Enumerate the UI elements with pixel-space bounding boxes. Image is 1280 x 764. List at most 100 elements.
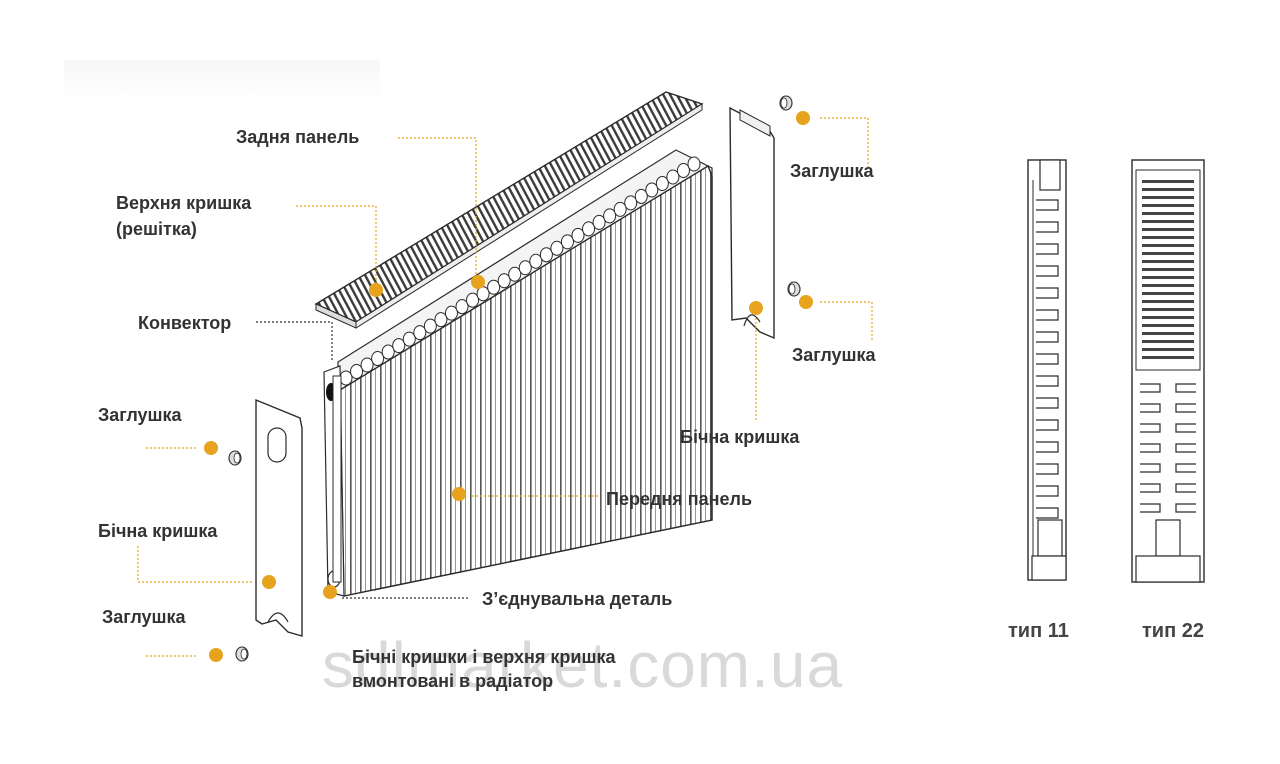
label-convector: Конвектор bbox=[138, 313, 232, 333]
fin-profile bbox=[1036, 309, 1059, 321]
convector-fin bbox=[645, 182, 659, 198]
fin-profile bbox=[1036, 265, 1059, 277]
grille-slot bbox=[1142, 188, 1194, 191]
grille-slot bbox=[1142, 180, 1194, 183]
label-plug-right-lower: Заглушка bbox=[792, 345, 876, 365]
marker-front-panel bbox=[452, 487, 466, 501]
convector-fin bbox=[518, 260, 532, 276]
label-plug-left-upper: Заглушка bbox=[98, 405, 182, 425]
grille-slot bbox=[1142, 252, 1194, 255]
convector-fin bbox=[603, 208, 617, 224]
grille-slot bbox=[1142, 292, 1194, 295]
convector-fin bbox=[613, 201, 627, 217]
convector-fin bbox=[423, 318, 437, 334]
label-back-panel: Задня панель bbox=[236, 127, 360, 147]
fin-profile bbox=[1140, 443, 1196, 453]
grille-slot bbox=[1142, 220, 1194, 223]
fin-profile bbox=[1036, 243, 1059, 255]
fin-profile bbox=[1036, 397, 1059, 409]
marker-plug-left-upper bbox=[204, 441, 218, 455]
convector-fin bbox=[582, 221, 596, 237]
label-type-11: тип 11 bbox=[1008, 620, 1069, 642]
convector-fin bbox=[466, 292, 480, 308]
label-plug-right-upper: Заглушка bbox=[790, 161, 874, 181]
convector-fin bbox=[381, 344, 395, 360]
fin-profile bbox=[1036, 419, 1059, 431]
label-top-cover-line1: Верхня кришка bbox=[116, 193, 252, 213]
convector-fin bbox=[434, 312, 448, 328]
grille-slot bbox=[1142, 228, 1194, 231]
fin-profile bbox=[1036, 199, 1059, 211]
label-side-cover-left: Бічна кришка bbox=[98, 521, 218, 541]
grille-slot bbox=[1142, 196, 1194, 199]
grille-slot bbox=[1142, 212, 1194, 215]
watermark: sdlmarket.com.ua bbox=[322, 629, 844, 701]
grille-slot bbox=[1142, 284, 1194, 287]
plug-left-lower bbox=[235, 646, 249, 662]
marker-top-cover bbox=[369, 283, 383, 297]
convector-fin bbox=[634, 188, 648, 204]
plug-left-upper bbox=[228, 450, 242, 466]
label-front-panel: Передня панель bbox=[606, 489, 753, 509]
convector-fin bbox=[487, 279, 501, 295]
fin-profile bbox=[1140, 483, 1196, 493]
convector-fin bbox=[539, 247, 553, 263]
grille-slot bbox=[1142, 324, 1194, 327]
leader-lines bbox=[137, 117, 873, 657]
convector-fin bbox=[360, 357, 374, 373]
label-top-cover-line2: (решітка) bbox=[116, 219, 197, 239]
convector-fin bbox=[676, 162, 690, 178]
fin-profile bbox=[1140, 403, 1196, 413]
front-panel bbox=[323, 164, 713, 597]
fin-profile bbox=[1140, 423, 1196, 433]
grille-slot bbox=[1142, 268, 1194, 271]
cross-section-type-11 bbox=[1027, 159, 1067, 581]
convector-fin bbox=[687, 156, 701, 172]
convector-fin bbox=[455, 299, 469, 315]
note-line1: Бічні кришки і верхня кришка bbox=[352, 647, 616, 667]
fin-profile bbox=[1036, 221, 1059, 233]
fin-profile bbox=[1036, 353, 1059, 365]
fin-profile bbox=[1036, 375, 1059, 387]
grille-slot bbox=[1142, 308, 1194, 311]
header-shade bbox=[64, 60, 380, 104]
fin-profile bbox=[1036, 441, 1059, 453]
grille-slot bbox=[1142, 356, 1194, 359]
marker-connector bbox=[323, 585, 337, 599]
note-line2: вмонтовані в радіатор bbox=[352, 671, 554, 691]
marker-plug-right-lower bbox=[799, 295, 813, 309]
convector-fin bbox=[560, 234, 574, 250]
grille-slot bbox=[1142, 340, 1194, 343]
grille-slot bbox=[1142, 332, 1194, 335]
fin-profile bbox=[1036, 287, 1059, 299]
grille-slot bbox=[1142, 348, 1194, 351]
grille-slot bbox=[1142, 300, 1194, 303]
side-cover-right bbox=[729, 106, 775, 340]
fin-profile bbox=[1140, 463, 1196, 473]
marker-side-cover-left bbox=[262, 575, 276, 589]
marker-plug-left-lower bbox=[209, 648, 223, 662]
grille-slot bbox=[1142, 260, 1194, 263]
fin-profile bbox=[1036, 507, 1059, 519]
label-connector: З’єднувальна деталь bbox=[482, 589, 673, 609]
plug-right-upper bbox=[779, 95, 793, 111]
fin-profile bbox=[1140, 383, 1196, 393]
convector-fin bbox=[371, 351, 385, 367]
marker-plug-right-upper bbox=[796, 111, 810, 125]
convector-fin bbox=[444, 305, 458, 321]
convector-fin bbox=[402, 331, 416, 347]
fin-profile bbox=[1036, 463, 1059, 475]
fin-profile bbox=[1036, 331, 1059, 343]
convector-fin bbox=[529, 253, 543, 269]
label-side-cover-right: Бічна кришка bbox=[680, 427, 800, 447]
convector-fin bbox=[571, 227, 585, 243]
label-type-22: тип 22 bbox=[1142, 620, 1204, 642]
convector-fin bbox=[508, 266, 522, 282]
grille-slot bbox=[1142, 204, 1194, 207]
convector-fin bbox=[413, 325, 427, 341]
grille-slot bbox=[1142, 316, 1194, 319]
markers bbox=[204, 111, 813, 662]
side-cover-left bbox=[255, 398, 303, 637]
fin-profile bbox=[1036, 485, 1059, 497]
convector-fin bbox=[655, 175, 669, 191]
